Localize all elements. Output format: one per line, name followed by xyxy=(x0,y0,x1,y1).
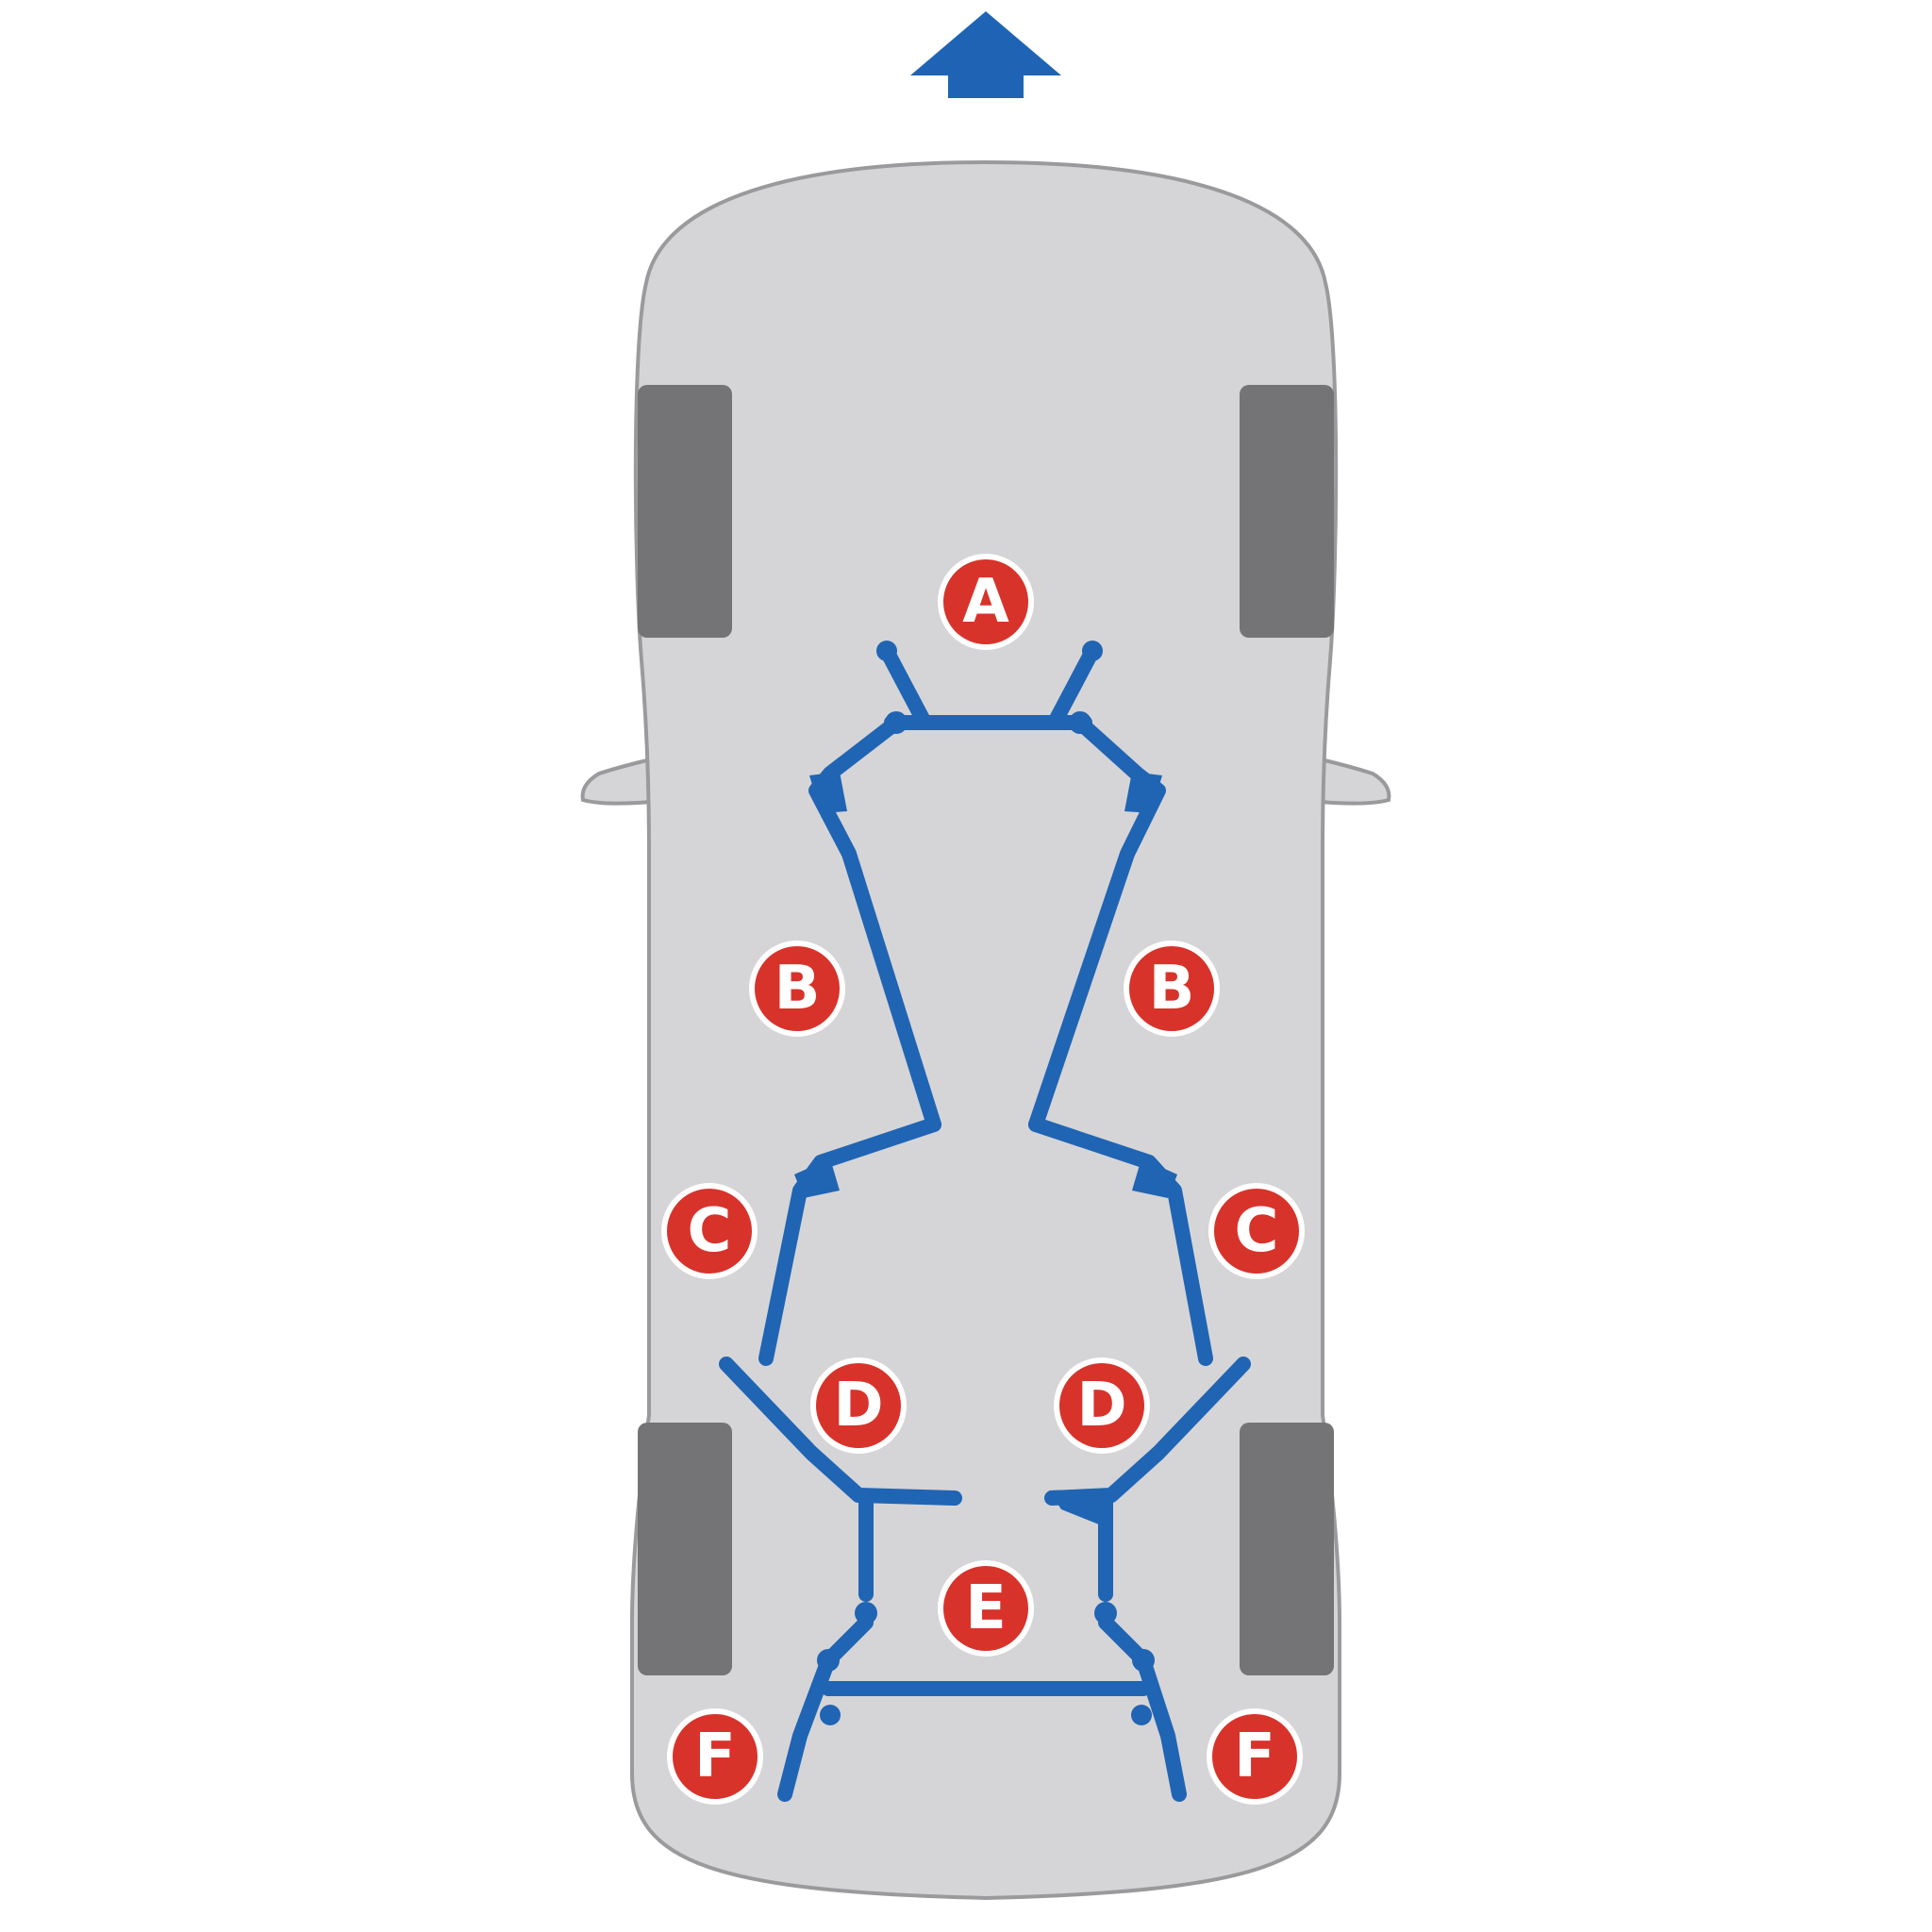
marker-a-label: A xyxy=(962,567,1009,637)
marker-c-left-label: C xyxy=(688,1196,732,1266)
rear-right-wheel xyxy=(1240,1423,1334,1675)
right-mirror xyxy=(1319,757,1391,806)
bracket-a-right-base xyxy=(1069,711,1091,734)
marker-e-label: E xyxy=(965,1574,1007,1643)
marker-d-right-label: D xyxy=(1076,1371,1126,1441)
frame-f-left xyxy=(777,1615,874,1802)
marker-b-right: B xyxy=(1124,941,1220,1037)
marker-c-left: C xyxy=(661,1183,758,1279)
car-body xyxy=(630,159,1341,1901)
bracket-f-right-lower xyxy=(1131,1705,1152,1725)
marker-d-left-label: D xyxy=(833,1371,883,1441)
marker-b-left-label: B xyxy=(774,954,821,1024)
frame-a-right-tower xyxy=(1049,643,1100,726)
bracket-f-right xyxy=(1132,1649,1155,1672)
frame-a-left-tower xyxy=(879,643,930,726)
marker-f-right: F xyxy=(1207,1708,1303,1805)
marker-c-right: C xyxy=(1208,1183,1305,1279)
marker-f-left-label: F xyxy=(694,1722,736,1791)
bracket-c-left xyxy=(794,1158,840,1198)
bracket-e-right xyxy=(1094,1602,1117,1624)
bracket-c-right xyxy=(1132,1158,1177,1198)
bracket-f-left xyxy=(817,1649,840,1672)
bracket-e-left xyxy=(855,1602,877,1624)
rear-left-wheel xyxy=(638,1423,732,1675)
frame-f-right xyxy=(1098,1615,1187,1802)
bracket-f-left-lower xyxy=(820,1705,841,1725)
bracket-a-right xyxy=(1082,641,1103,661)
frame-brackets xyxy=(794,641,1177,1725)
left-mirror xyxy=(580,757,653,806)
bracket-b-left xyxy=(809,772,847,813)
marker-b-left: B xyxy=(749,941,845,1037)
front-left-wheel xyxy=(638,385,732,638)
frame-b-right-rail xyxy=(1028,715,1166,1132)
marker-b-right-label: B xyxy=(1149,954,1195,1024)
marker-f-right-label: F xyxy=(1234,1722,1275,1791)
bracket-d-right xyxy=(1049,1489,1113,1526)
marker-d-left: D xyxy=(810,1357,907,1454)
arrow-up-icon xyxy=(910,11,1061,98)
marker-f-left: F xyxy=(667,1708,763,1805)
bracket-b-right xyxy=(1124,772,1162,813)
front-right-wheel xyxy=(1240,385,1334,638)
marker-a: A xyxy=(938,554,1034,650)
marker-c-right-label: C xyxy=(1235,1196,1279,1266)
bracket-a-left xyxy=(876,641,897,661)
marker-e: E xyxy=(938,1560,1034,1657)
frame-d-left xyxy=(719,1357,962,1506)
bracket-a-left-base xyxy=(885,711,908,734)
marker-d-right: D xyxy=(1054,1357,1150,1454)
